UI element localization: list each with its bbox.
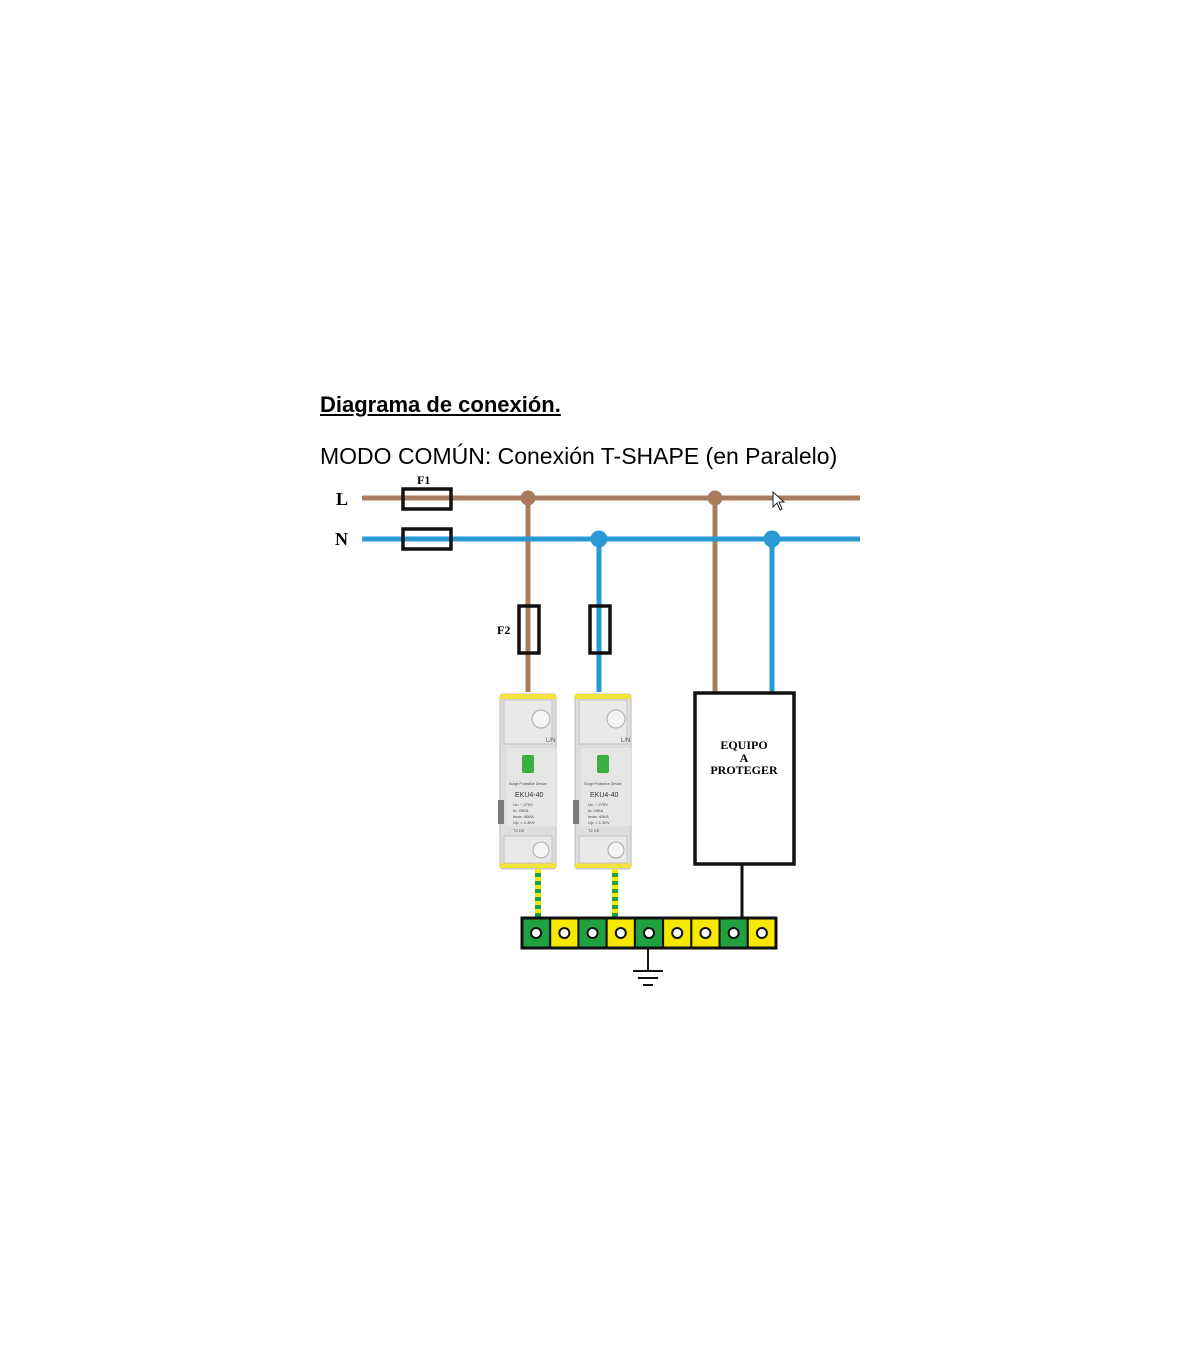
neutral-junction-1 [590, 530, 608, 548]
svg-text:In: 20KA: In: 20KA [588, 808, 604, 813]
svg-text:Surge Protective Device: Surge Protective Device [509, 782, 547, 786]
spd-device-1: L/N Surge Protective Device EKU4-40 Uc: … [498, 693, 557, 870]
spd-device-2: L/N Surge Protective Device EKU4-40 Uc: … [573, 693, 632, 870]
diagram-subtitle: MODO COMÚN: Conexión T-SHAPE (en Paralel… [320, 443, 838, 469]
terminal-screw-icon [558, 927, 571, 939]
svg-text:L/N: L/N [621, 738, 630, 744]
mouse-cursor-icon [772, 490, 786, 511]
terminal-screw-icon [586, 927, 599, 939]
fuse-f1-neutral [401, 527, 453, 551]
svg-text:Up: < 1.3KV: Up: < 1.3KV [513, 820, 535, 825]
earth-ground-icon [633, 948, 663, 986]
svg-text:Uc: ~ 275V: Uc: ~ 275V [513, 802, 533, 807]
line-junction-1 [520, 490, 536, 506]
terminal-screw-icon [614, 927, 627, 939]
line-junction-2 [707, 490, 723, 506]
ground-terminal-bar [520, 916, 778, 950]
terminal-screw-icon [530, 927, 543, 939]
svg-text:EKU4-40: EKU4-40 [515, 792, 544, 799]
svg-text:Up: < 1.3KV: Up: < 1.3KV [588, 820, 610, 825]
terminal-screw-icon [699, 927, 712, 939]
equipment-label-line-2: A [740, 751, 749, 765]
fuse-f2-neutral [588, 604, 612, 655]
equipment-box [693, 691, 796, 866]
svg-text:Imax: 40KA: Imax: 40KA [588, 814, 609, 819]
fuse-main-label: F1 [417, 473, 430, 487]
svg-text:Surge Protective Device: Surge Protective Device [584, 782, 622, 786]
terminal-screw-icon [727, 927, 740, 939]
fuse-f2-line [517, 604, 541, 655]
svg-text:T2 CE: T2 CE [588, 828, 600, 833]
svg-text:T2 CE: T2 CE [513, 828, 525, 833]
fuse-f1-line [401, 487, 453, 511]
svg-text:Imax: 40KA: Imax: 40KA [513, 814, 534, 819]
equipment-label-line-3: PROTEGER [710, 763, 778, 777]
neutral-junction-2 [763, 530, 781, 548]
svg-text:EKU4-40: EKU4-40 [590, 792, 619, 799]
terminal-screw-icon [755, 927, 768, 939]
page-title: Diagrama de conexión. [320, 392, 561, 417]
equipment-label-line-1: EQUIPO [720, 738, 767, 752]
svg-text:In: 20KA: In: 20KA [513, 808, 529, 813]
neutral-label: N [335, 529, 348, 549]
terminal-screw-icon [671, 927, 684, 939]
svg-text:Uc: ~ 275V: Uc: ~ 275V [588, 802, 608, 807]
fuse-branch-label: F2 [497, 623, 510, 637]
svg-text:L/N: L/N [546, 738, 555, 744]
line-label: L [336, 489, 348, 509]
terminal-screw-icon [643, 927, 655, 939]
